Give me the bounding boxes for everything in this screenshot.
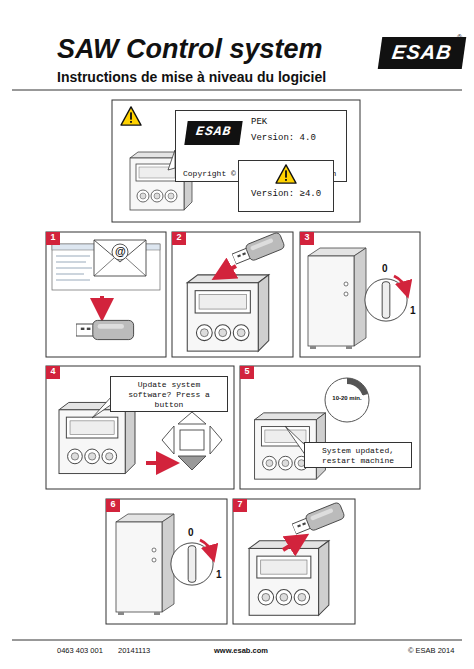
step-number: 3 — [300, 232, 314, 245]
node-text: 6 — [106, 499, 120, 510]
subtitle: Instructions de mise à niveau du logicie… — [57, 69, 326, 85]
node-text: Copyright © — [183, 169, 236, 179]
step-number: 6 — [106, 499, 120, 512]
node-text: Update system software? Press a button — [114, 380, 224, 410]
node-text: Version: ≥4.0 — [242, 189, 330, 199]
screen-message-box: Update system software? Press a button — [110, 376, 228, 412]
node-text: 2 — [172, 232, 186, 243]
title: SAW Control system — [57, 34, 323, 65]
node-text: 7 — [233, 499, 247, 510]
node-text: ESAB — [185, 121, 243, 143]
switch-position: 1 — [410, 305, 416, 316]
switch-position: 0 — [188, 527, 194, 538]
step-number: 2 — [172, 232, 186, 245]
email-symbol: @ — [115, 245, 126, 257]
node-text: System updated, restart machine — [308, 446, 408, 466]
node-text: ESAB — [378, 37, 466, 67]
node-text: 5 — [240, 366, 254, 377]
screen-message-box: System updated, restart machine — [304, 442, 412, 468]
version-warning-box: Version: ≥4.0 — [238, 160, 334, 212]
node-text: Version: 4.0 — [251, 133, 316, 143]
node-text: 3 — [300, 232, 314, 243]
copyright-note: © ESAB 2014 — [408, 646, 454, 655]
switch-position: 1 — [216, 569, 222, 580]
document-date: 20141113 — [118, 646, 150, 655]
step-number: 7 — [233, 499, 247, 512]
timer-clock: 10-20 min. — [325, 378, 369, 422]
brand-logo: ESAB — [378, 37, 466, 69]
brand-logo: ESAB — [184, 121, 242, 145]
node-text: 1 — [46, 232, 60, 243]
website: www.esab.com — [214, 646, 268, 655]
switch-position: 0 — [382, 263, 388, 274]
node-text: PEK — [251, 117, 267, 127]
node-text: 4 — [46, 366, 60, 377]
step-number: 4 — [46, 366, 60, 379]
node-text: 10-20 min. — [331, 395, 362, 401]
step-number: 1 — [46, 232, 60, 245]
step-number: 5 — [240, 366, 254, 379]
document-number: 0463 403 001 — [57, 646, 103, 655]
